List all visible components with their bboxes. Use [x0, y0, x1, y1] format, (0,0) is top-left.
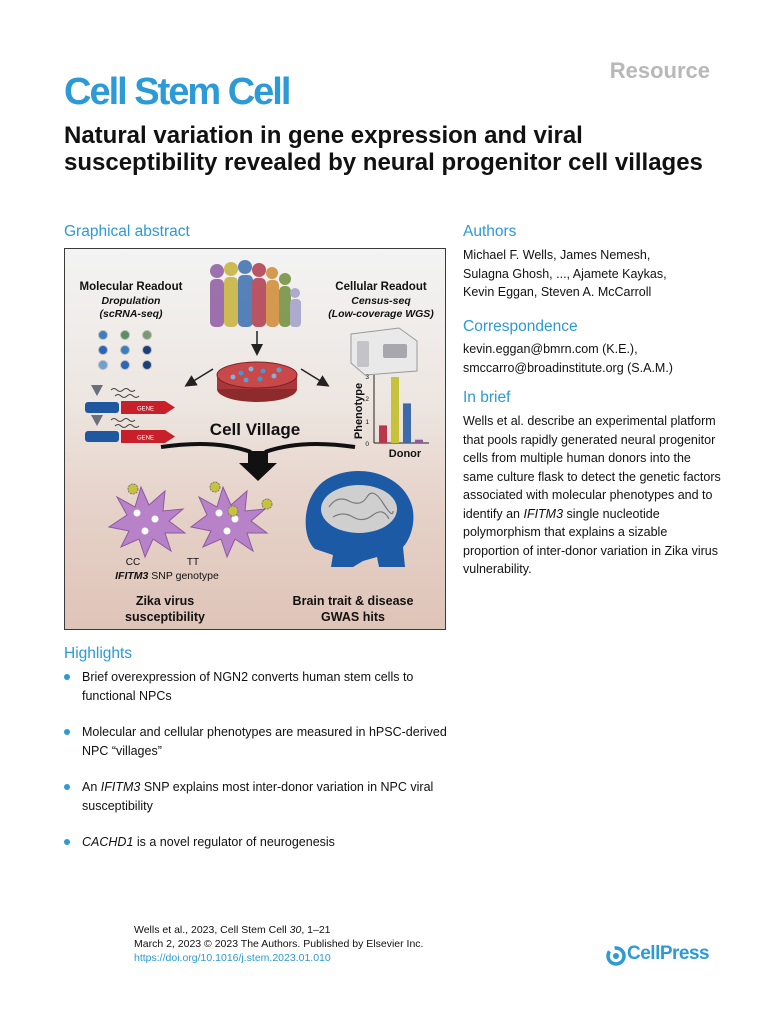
phenotype-bar-donor-4 — [415, 439, 423, 443]
paper-title: Natural variation in gene expression and… — [64, 122, 703, 176]
molecular-readout-title: Molecular Readout — [80, 281, 183, 293]
virus-icon — [127, 481, 273, 517]
bullet-icon — [64, 784, 70, 790]
molecular-readout-method-sub: (scRNA-seq) — [99, 308, 163, 320]
npc-cell-cc-icon — [107, 485, 187, 559]
graphical-abstract-figure: Molecular Readout Dropulation (scRNA-seq… — [64, 248, 446, 630]
gwas-label-line1: Brain trait & disease — [293, 594, 414, 608]
gene-construct-2: GENE — [85, 415, 175, 443]
author-line-2: Sulagna Ghosh, ..., Ajamete Kaykas, — [463, 266, 667, 281]
cellular-readout-method: Census-seq — [351, 295, 411, 307]
highlights-heading: Highlights — [64, 645, 133, 662]
highlight-item: An IFITM3 SNP explains most inter-donor … — [64, 778, 464, 815]
graphical-abstract-heading: Graphical abstract — [64, 223, 190, 240]
zika-label-line1: Zika virus — [136, 594, 194, 608]
donor-silhouettes-icon — [210, 260, 301, 327]
phenotype-bar-donor-3 — [403, 403, 411, 443]
highlight-text-3b: SNP explains most inter-donor variation … — [82, 780, 434, 813]
bullet-icon — [64, 839, 70, 845]
highlight-text-1: Brief overexpression of NGN2 converts hu… — [82, 670, 414, 703]
citation-text: Wells et al., 2023, Cell Stem Cell — [134, 924, 290, 936]
in-brief-heading: In brief — [463, 389, 511, 406]
gene-label-2: GENE — [137, 436, 154, 442]
highlight-text-2: Molecular and cellular phenotypes are me… — [82, 725, 447, 758]
doi-link[interactable]: https://doi.org/10.1016/j.stem.2023.01.0… — [134, 952, 331, 964]
molecular-readout-method: Dropulation — [102, 295, 161, 307]
merge-arrow-icon — [160, 441, 356, 481]
article-type: Resource — [609, 58, 710, 83]
citation-volume: 30 — [289, 924, 302, 936]
gene-construct-1: GENE — [85, 385, 175, 414]
highlight-text-4: is a novel regulator of neurogenesis — [133, 835, 335, 849]
correspondence-heading: Correspondence — [463, 318, 578, 335]
bullet-icon — [64, 729, 70, 735]
highlight-item: CACHD1 is a novel regulator of neurogene… — [64, 833, 464, 852]
phenotype-bar-donor-1 — [379, 425, 387, 443]
sequencer-icon — [350, 327, 418, 376]
copyright-line: March 2, 2023 © 2023 The Authors. Publis… — [134, 938, 424, 950]
highlight-item: Molecular and cellular phenotypes are me… — [64, 723, 464, 760]
correspondence-list: kevin.eggan@bmrn.com (K.E.), smccarro@br… — [463, 340, 733, 377]
gene-label-1: GENE — [137, 407, 154, 413]
highlight-item: Brief overexpression of NGN2 converts hu… — [64, 668, 464, 705]
in-brief-gene: IFITM3 — [523, 506, 564, 521]
y-tick-3: 3 — [365, 374, 369, 381]
author-list: Michael F. Wells, James Nemesh, Sulagna … — [463, 246, 733, 302]
donor-axis-label: Donor — [389, 448, 422, 460]
journal-name: Cell Stem Cell — [64, 71, 291, 113]
y-tick-0: 0 — [365, 441, 369, 448]
cellpress-logo-icon — [606, 946, 626, 966]
phenotype-bar-chart: 0 1 2 3 Phenotype Donor — [353, 374, 429, 460]
author-line-3: Kevin Eggan, Steven A. McCarroll — [463, 285, 652, 299]
genotype-tt-label: TT — [187, 557, 199, 568]
in-brief-part1: Wells et al. describe an experimental pl… — [463, 414, 721, 521]
snp-genotype-label: IFITM3 SNP genotype — [115, 570, 219, 582]
zika-label-line2: susceptibility — [125, 610, 205, 624]
cellpress-logo: CellPress — [605, 942, 717, 968]
highlights-list: Brief overexpression of NGN2 converts hu… — [64, 668, 464, 870]
phenotype-bar-donor-2 — [391, 377, 399, 443]
npc-cell-tt-icon — [189, 485, 269, 559]
petri-dish-icon — [216, 361, 298, 402]
authors-heading: Authors — [463, 223, 517, 240]
phenotype-axis-label: Phenotype — [353, 383, 365, 439]
correspondence-email-2[interactable]: smccarro@broadinstitute.org (S.A.M.) — [463, 360, 673, 375]
highlight-gene-3: IFITM3 — [100, 780, 141, 794]
highlight-text-3a: An — [82, 780, 101, 794]
head-brain-icon — [305, 471, 414, 567]
cellular-readout-title: Cellular Readout — [335, 281, 427, 293]
cell-village-label: Cell Village — [210, 420, 300, 439]
highlight-gene-4: CACHD1 — [82, 835, 134, 849]
y-tick-2: 2 — [365, 396, 369, 403]
in-brief-text: Wells et al. describe an experimental pl… — [463, 412, 723, 579]
droplet-grid-icon — [98, 330, 152, 370]
y-tick-1: 1 — [365, 419, 369, 426]
author-line-1: Michael F. Wells, James Nemesh, — [463, 248, 651, 262]
correspondence-email-1[interactable]: kevin.eggan@bmrn.com (K.E.), — [463, 342, 638, 356]
citation-line: Wells et al., 2023, Cell Stem Cell 30, 1… — [134, 923, 423, 937]
bullet-icon — [64, 674, 70, 680]
citation-pages: , 1–21 — [301, 924, 331, 936]
gwas-label-line2: GWAS hits — [321, 610, 385, 624]
cellpress-logo-text: CellPress — [627, 943, 710, 964]
cellular-readout-method-sub: (Low-coverage WGS) — [328, 308, 434, 320]
genotype-cc-label: CC — [126, 557, 140, 568]
citation-footer: Wells et al., 2023, Cell Stem Cell 30, 1… — [134, 923, 423, 965]
in-brief-part2: single nucleotide polymorphism that expl… — [463, 506, 718, 577]
